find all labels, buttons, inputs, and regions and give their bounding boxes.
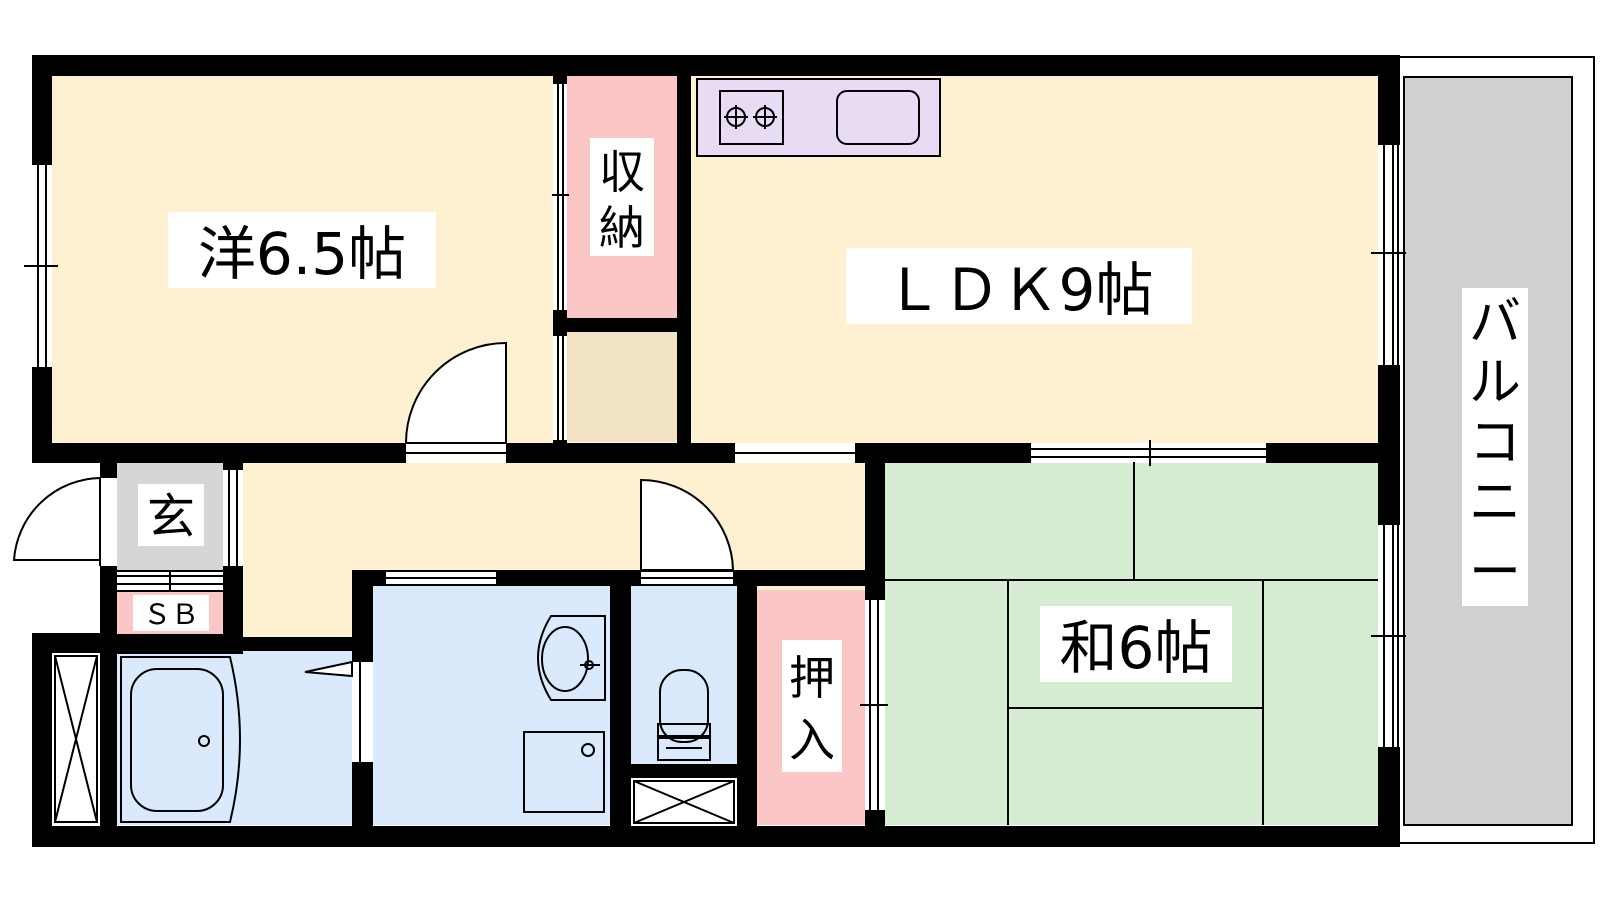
toilet-fill <box>631 586 737 764</box>
label-bg-western <box>168 212 436 288</box>
bathroom-storage-cross <box>54 655 98 823</box>
toilet-icon <box>657 669 711 761</box>
washbasin-icon <box>537 615 606 701</box>
door-western <box>404 341 507 444</box>
label-bg-japanese <box>1040 606 1232 682</box>
stove-icon <box>719 90 784 145</box>
door-swings <box>12 341 735 678</box>
label-entrance: 玄 <box>147 489 195 545</box>
sink-icon <box>836 90 920 145</box>
label-balcony-2: ル <box>1469 353 1521 413</box>
label-western: 洋6.5帖 <box>198 220 406 288</box>
label-storage-2: 納 <box>599 201 645 255</box>
label-balcony-5: ー <box>1469 543 1521 603</box>
door-bathroom <box>304 660 353 678</box>
balcony-frame <box>1397 56 1595 844</box>
window-ldk-east <box>1371 145 1406 365</box>
label-shoebox: ＳＢ <box>143 598 199 631</box>
washroom-fill <box>373 586 610 825</box>
label-balcony-4: ニ <box>1469 473 1521 533</box>
label-bg-storage <box>590 138 654 256</box>
door-toilet <box>640 478 735 571</box>
label-closet-1: 押 <box>789 651 835 705</box>
label-closet-2: 入 <box>789 713 835 767</box>
label-bg-shoebox <box>133 595 209 631</box>
label-storage-1: 収 <box>599 145 645 199</box>
label-bg-entrance <box>138 484 204 546</box>
door-front <box>12 476 101 561</box>
tatami-lines <box>885 462 1378 825</box>
washing-machine-pan-icon <box>523 731 605 813</box>
label-japanese: 和6帖 <box>1060 614 1213 682</box>
wall-openings <box>99 84 1266 810</box>
window-japanese-east <box>1371 525 1406 747</box>
label-ldk: ＬＤＫ9帖 <box>885 256 1154 324</box>
label-bg-ldk <box>846 248 1192 324</box>
bathtub-icon <box>120 656 241 823</box>
room-storage-lower-fill <box>567 332 677 442</box>
label-bg-closet <box>782 640 842 772</box>
toilet-storage-cross <box>633 780 735 824</box>
label-bg-balcony <box>1462 288 1528 606</box>
kitchen-counter <box>696 78 941 157</box>
label-balcony-3: コ <box>1469 413 1521 473</box>
window-west <box>24 165 58 367</box>
label-balcony-1: バ <box>1469 293 1521 353</box>
